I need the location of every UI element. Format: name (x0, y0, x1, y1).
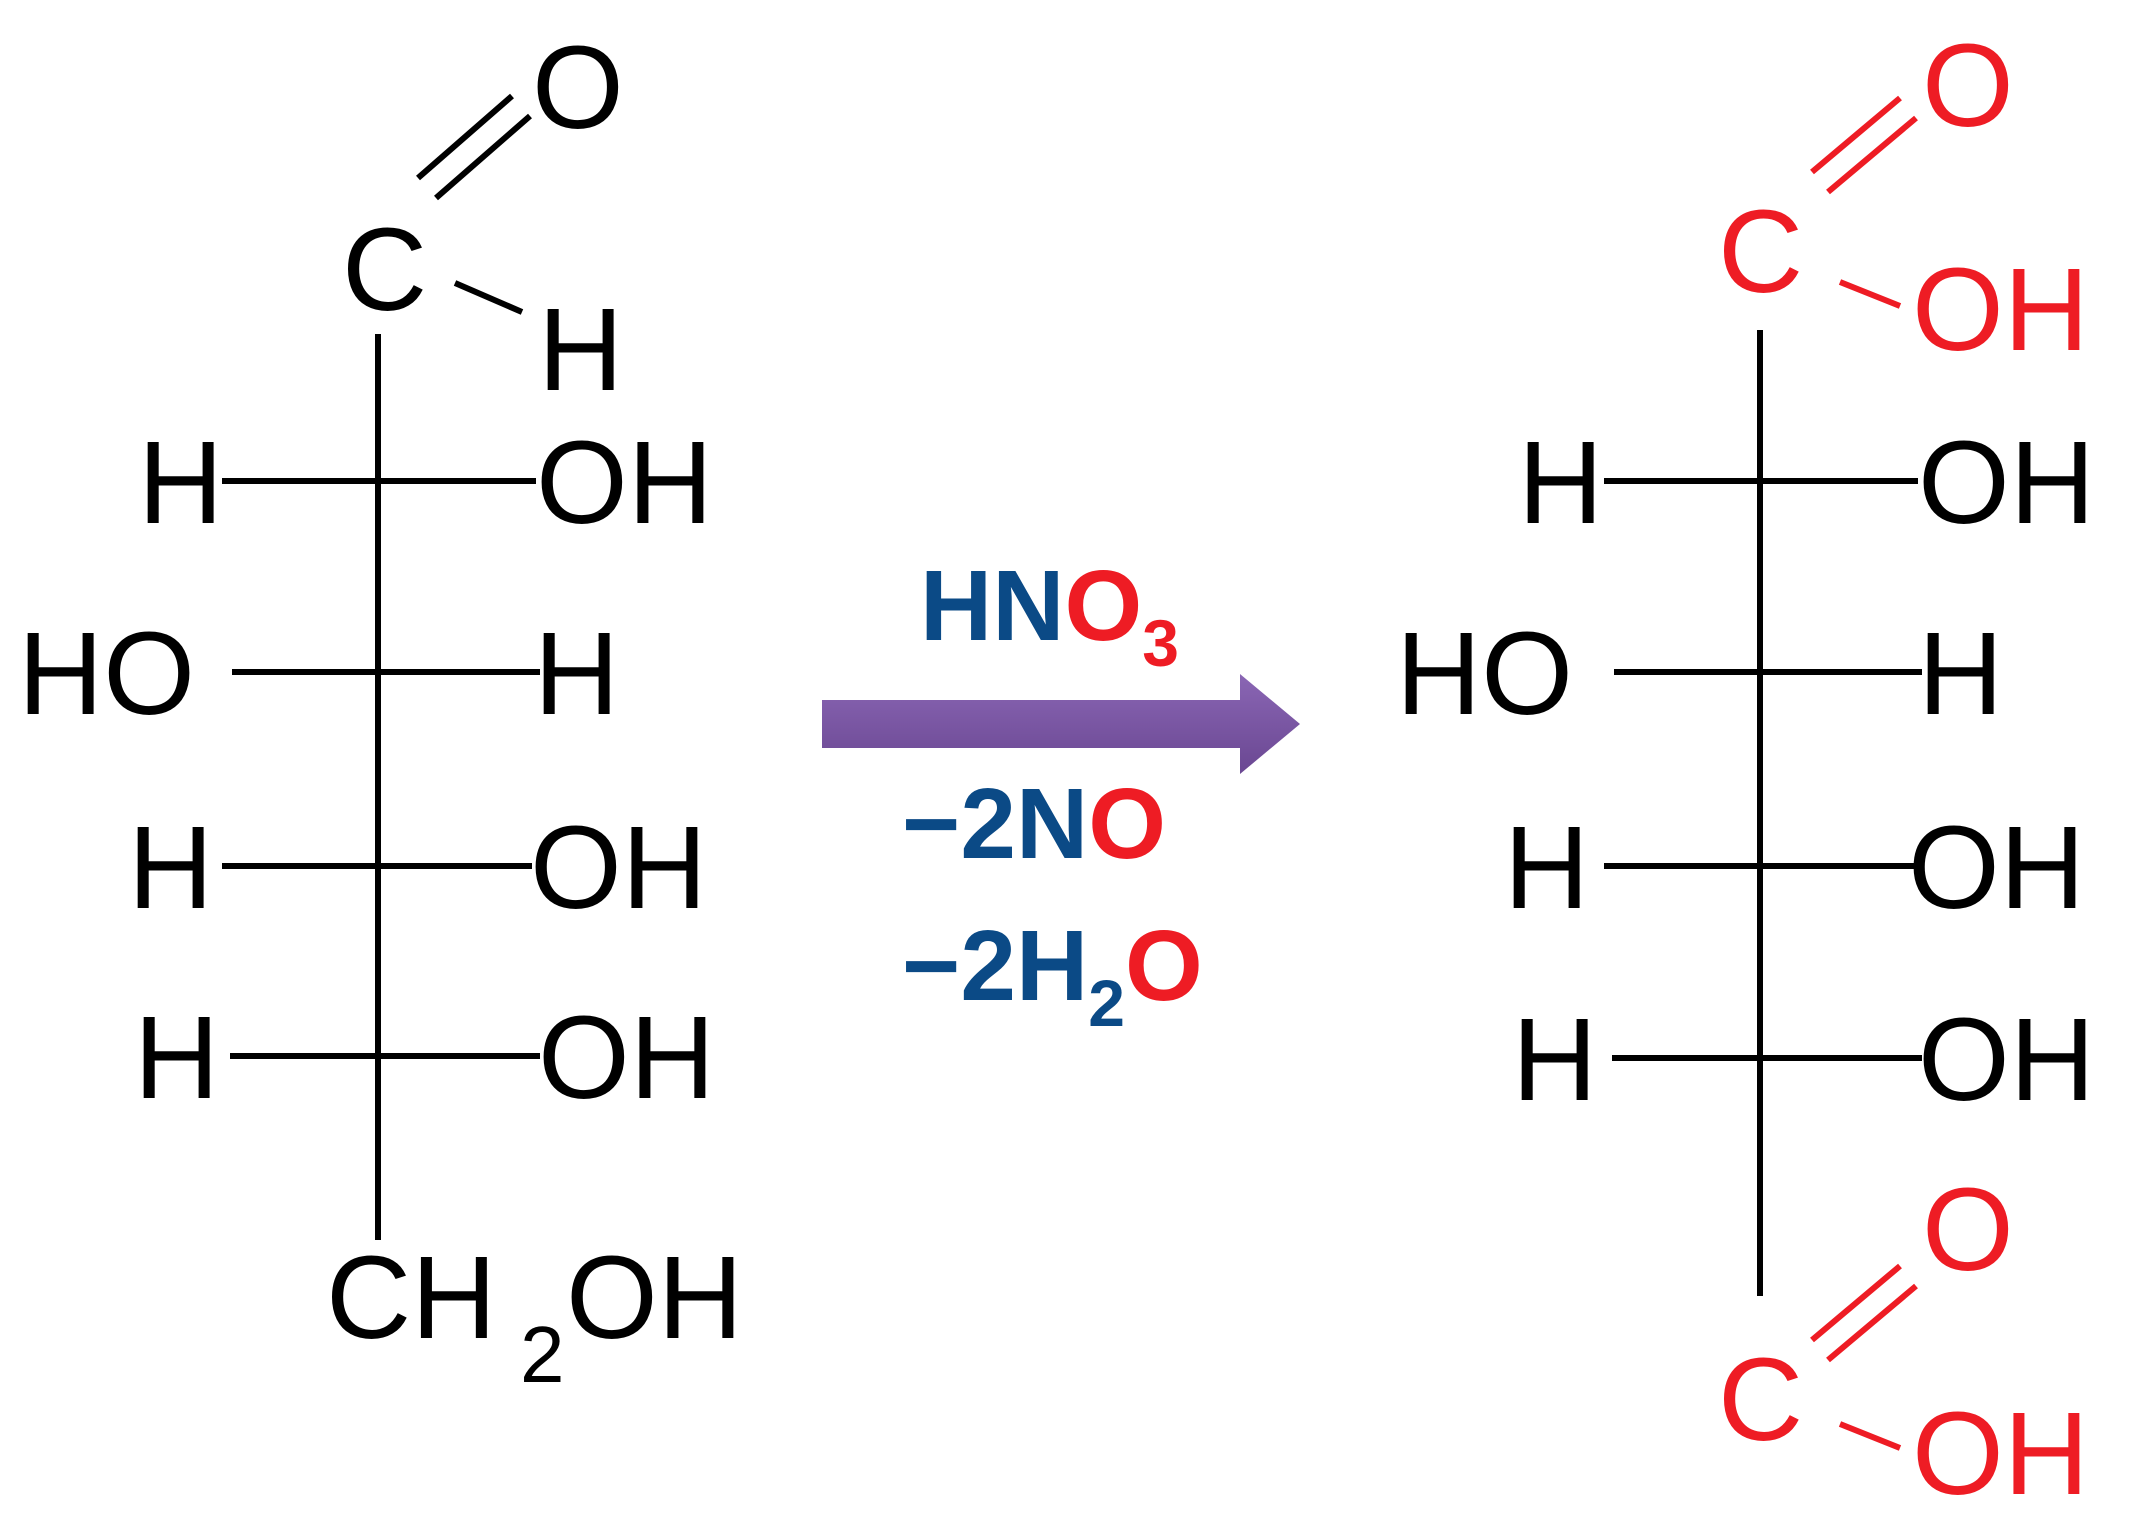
reactant-ch2oh-subscript: 2 (520, 1310, 565, 1399)
product-bottom-double-bond-2 (1826, 1283, 1918, 1363)
reactant-ch2oh-oh: OH (566, 1232, 743, 1364)
product-row3-right-label: OH (1908, 802, 2085, 934)
reactant-aldehyde-oxygen: O (532, 22, 624, 154)
reactant-glucose: O C H H OH HO H H OH H OH CH 2 OH (18, 22, 743, 1399)
reactant-ch2oh-ch: CH (326, 1232, 496, 1364)
reactant-row4-right-label: OH (538, 992, 715, 1124)
byproduct-nitric-oxide-n: −2N (902, 768, 1088, 880)
reactant-aldehyde-hydrogen: H (538, 284, 623, 416)
reactant-row1-left-label: H (138, 417, 223, 549)
product-row3-left-label: H (1504, 802, 1589, 934)
byproduct-nitric-oxide: −2NO (902, 768, 1166, 880)
product-bottom-c-oh-bond (1838, 1421, 1902, 1451)
reaction-arrow (822, 674, 1300, 774)
reaction-conditions: HNO3 −2NO −2H2O (822, 550, 1300, 1040)
byproduct-water-o: O (1125, 910, 1203, 1022)
reagent-nitric-acid-o: O (1064, 550, 1142, 662)
reactant-aldehyde-carbon: C (342, 204, 427, 336)
product-row1-right-label: OH (1918, 417, 2095, 549)
reactant-row2-right-label: H (534, 608, 619, 740)
product-top-double-bond-1 (1810, 95, 1902, 175)
reactant-row3-left-label: H (128, 802, 213, 934)
product-bottom-double-bond-1 (1810, 1263, 1902, 1343)
byproduct-water-subscript: 2 (1088, 966, 1125, 1040)
reagent-nitric-acid-subscript: 3 (1142, 606, 1179, 680)
reactant-row1-right-label: OH (536, 417, 713, 549)
product-top-carbon: C (1718, 186, 1803, 318)
reactant-row3-right-label: OH (530, 802, 707, 934)
byproduct-nitric-oxide-o: O (1088, 768, 1166, 880)
reagent-nitric-acid: HNO3 (920, 550, 1179, 680)
product-row2-right-label: H (1918, 608, 2003, 740)
reactant-double-bond-2 (434, 113, 532, 201)
reactant-row4-left-label: H (134, 992, 219, 1124)
product-glucaric-acid: O C OH H OH HO H H OH H OH O C OH (1396, 20, 2095, 1520)
product-top-c-oh-bond (1838, 279, 1902, 309)
reactant-row2-left-label: HO (18, 608, 195, 740)
product-top-carbonyl-oxygen: O (1922, 20, 2014, 152)
product-bottom-hydroxyl: OH (1912, 1388, 2089, 1520)
product-row4-left-label: H (1512, 994, 1597, 1126)
byproduct-water: −2H2O (902, 910, 1203, 1040)
product-bottom-carbonyl-oxygen: O (1922, 1164, 2014, 1296)
product-top-hydroxyl: OH (1912, 244, 2089, 376)
product-row1-left-label: H (1518, 417, 1603, 549)
product-row4-right-label: OH (1918, 994, 2095, 1126)
reactant-double-bond-1 (416, 93, 514, 181)
reactant-aldehyde-h-bond (453, 280, 524, 315)
product-row2-left-label: HO (1396, 608, 1573, 740)
byproduct-water-h: −2H (902, 910, 1088, 1022)
product-top-double-bond-2 (1826, 115, 1918, 195)
product-bottom-carbon: C (1718, 1334, 1803, 1466)
reagent-nitric-acid-hn: HN (920, 550, 1064, 662)
